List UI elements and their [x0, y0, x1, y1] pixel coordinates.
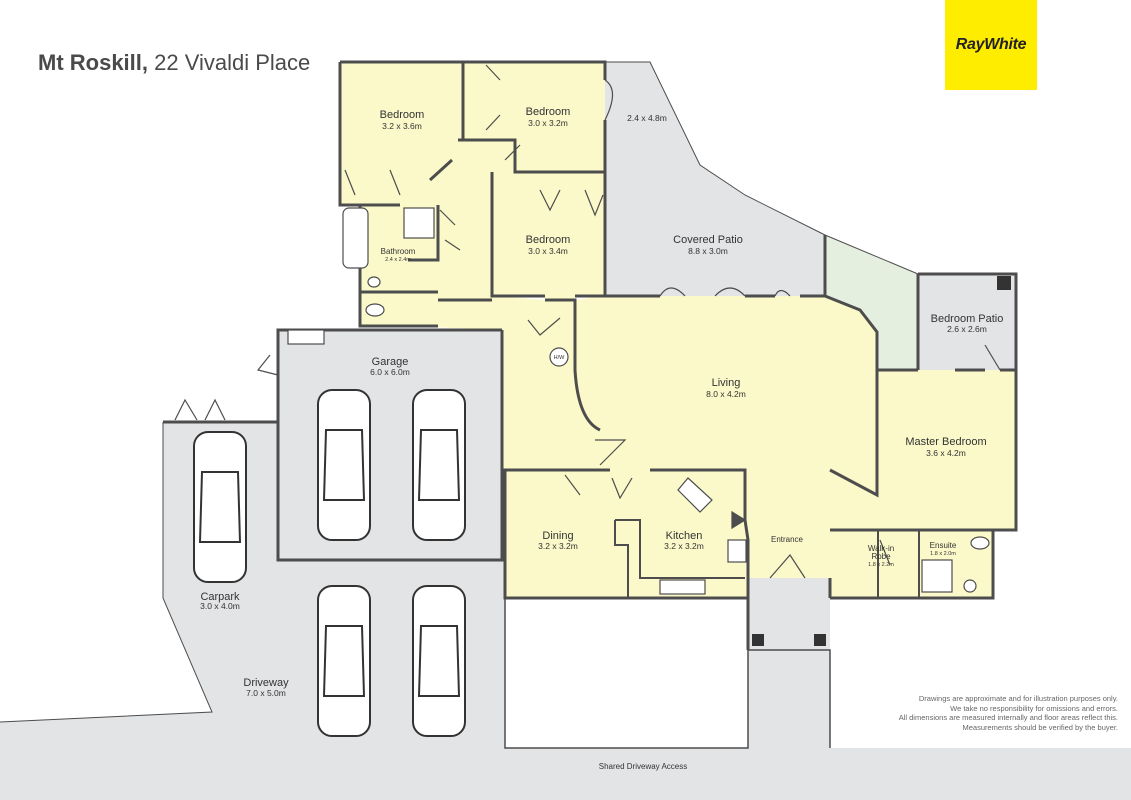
walk-in-robe-dims: 1.8 x 2.2m [868, 562, 894, 568]
garden-area [825, 235, 918, 370]
bedroom-2-name: Bedroom [526, 106, 571, 118]
carpark-name: Carpark [200, 591, 240, 603]
entrance-name: Entrance [771, 535, 804, 544]
master-bedroom-dims: 3.6 x 4.2m [926, 448, 966, 458]
title-address: 22 Vivaldi Place [154, 50, 311, 75]
toilet [365, 303, 385, 317]
garage-name: Garage [372, 356, 409, 368]
disclaimer-line: Drawings are approximate and for illustr… [918, 694, 1118, 703]
covered-patio-area [605, 62, 825, 296]
living-name: Living [712, 377, 741, 389]
driveway-dims: 7.0 x 5.0m [246, 688, 286, 698]
ensuite-name: Ensuite [930, 541, 957, 550]
ensuite-toilet [970, 536, 990, 550]
main-living-area [410, 296, 1016, 598]
kitchen-dims: 3.2 x 3.2m [664, 541, 704, 551]
hw-label: H/W [554, 355, 566, 361]
carpark-dims: 3.0 x 4.0m [200, 601, 240, 611]
raywhite-logo: RayWhite [945, 0, 1037, 90]
car-carpark [193, 431, 247, 583]
bedrooms-wing [340, 62, 605, 326]
covered-patio-dims: 8.8 x 3.0m [688, 246, 728, 256]
car-driveway-left [317, 585, 371, 737]
driveway-name: Driveway [243, 677, 289, 689]
disclaimer-line: We take no responsibility for omissions … [950, 703, 1118, 713]
garage-dims: 6.0 x 6.0m [370, 367, 410, 377]
master-bedroom-name: Master Bedroom [905, 436, 986, 448]
bedroom-patio-dims: 2.6 x 2.6m [947, 324, 987, 334]
kitchen-name: Kitchen [666, 530, 703, 542]
cooktop [727, 539, 747, 563]
hot-water-cylinder [549, 347, 569, 367]
dining-name: Dining [542, 530, 573, 542]
shared-driveway-label: Shared Driveway Access [599, 762, 687, 771]
laundry-tub [287, 329, 325, 345]
kitchen-counter-angled [677, 477, 713, 513]
car-driveway-right [412, 585, 466, 737]
ensuite-basin [963, 579, 977, 593]
living-dims: 8.0 x 4.2m [706, 389, 746, 399]
disclaimer-line: All dimensions are measured internally a… [898, 713, 1118, 722]
ensuite-dims: 1.8 x 2.0m [930, 551, 956, 557]
ensuite-shower [921, 559, 953, 593]
basin [367, 276, 381, 288]
bedroom-3-name: Bedroom [526, 234, 571, 246]
patio-side-dims: 2.4 x 4.8m [627, 113, 667, 123]
bathroom-dims: 2.4 x 2.4m [385, 257, 411, 263]
room-labels: Bedroom 3.2 x 3.6m Bedroom 3.0 x 3.2m 2.… [200, 106, 1003, 771]
fridge [731, 510, 747, 530]
car-garage-right [412, 389, 466, 541]
logo-text: RayWhite [955, 36, 1027, 53]
page-title: Mt Roskill, 22 Vivaldi Place [38, 50, 310, 76]
driveway-area [0, 422, 1131, 800]
bathroom-name: Bathroom [381, 247, 416, 256]
posts [752, 276, 1011, 646]
entry-porch-area [748, 578, 830, 650]
bathtub [342, 207, 369, 269]
doors [174, 64, 1001, 579]
bedroom-3-dims: 3.0 x 3.4m [528, 246, 568, 256]
disclaimer: Drawings are approximate and for illustr… [818, 694, 1118, 732]
title-suburb: Mt Roskill, [38, 50, 149, 75]
disclaimer-line: Measurements should be verified by the b… [962, 722, 1118, 732]
dining-dims: 3.2 x 3.2m [538, 541, 578, 551]
walls [0, 60, 1018, 749]
bedroom-patio-area [918, 274, 1016, 370]
bedroom-1-dims: 3.2 x 3.6m [382, 121, 422, 131]
shower [403, 207, 435, 239]
covered-patio-name: Covered Patio [673, 234, 743, 246]
interior-areas [340, 62, 1016, 598]
bedroom-1-name: Bedroom [380, 109, 425, 121]
bedroom-2-dims: 3.0 x 3.2m [528, 118, 568, 128]
bedroom-patio-name: Bedroom Patio [931, 313, 1004, 325]
walk-in-robe-name-1: Walk-in [868, 544, 894, 553]
fixtures [287, 207, 990, 595]
cars [193, 389, 466, 737]
car-garage-left [317, 389, 371, 541]
kitchen-sink [659, 579, 706, 595]
walk-in-robe-name-2: Robe [871, 552, 891, 561]
